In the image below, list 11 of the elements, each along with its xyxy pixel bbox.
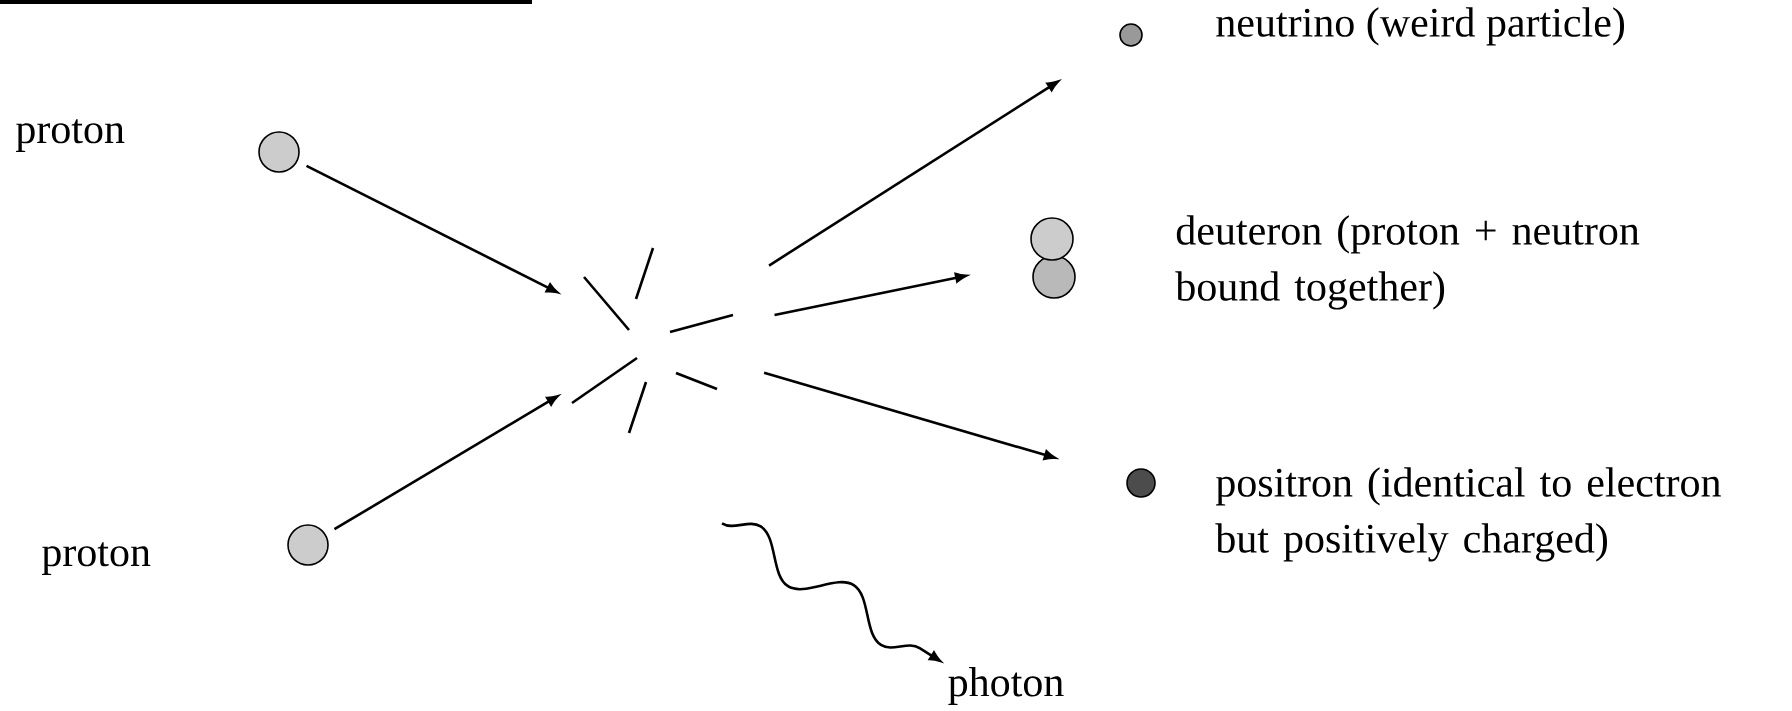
- arrow: [333, 395, 559, 531]
- arrow: [721, 522, 942, 663]
- particle-label: proton: [16, 119, 125, 152]
- arrow: [768, 80, 1059, 267]
- particle-label: positron (identical to electron but positively charged): [1215, 467, 1721, 562]
- arrow: [305, 164, 559, 294]
- particle-label: proton: [42, 542, 151, 575]
- particle-label: deuteron (proton + neutron bound together): [1175, 215, 1640, 310]
- particle-label: photon: [948, 666, 1064, 706]
- particle-label: neutrino (weird particle): [1216, 7, 1625, 46]
- collision-burst-drawing: [571, 247, 734, 434]
